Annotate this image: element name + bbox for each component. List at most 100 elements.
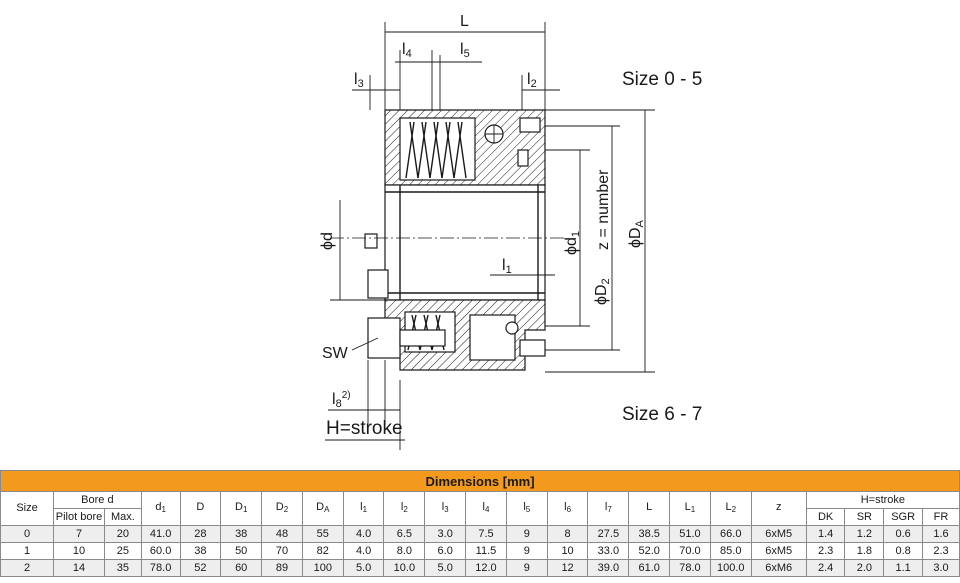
header-size: Size bbox=[0, 491, 55, 526]
table-cell: 35 bbox=[104, 559, 142, 577]
label-size-0-5: Size 0 - 5 bbox=[622, 69, 702, 90]
label-L: L bbox=[460, 13, 469, 30]
table-cell: 10.0 bbox=[383, 559, 426, 577]
header-col: L1 bbox=[669, 491, 711, 526]
dimension-d1: ϕd1 bbox=[545, 149, 590, 327]
svg-text:ϕd1: ϕd1 bbox=[563, 231, 582, 255]
header-stroke-sgr: SGR bbox=[883, 508, 923, 526]
table-cell: 39.0 bbox=[587, 559, 630, 577]
table-cell: 1.8 bbox=[844, 542, 885, 560]
table-cell: 50 bbox=[220, 542, 263, 560]
table-cell: 60.0 bbox=[140, 542, 181, 560]
table-cell: 78.0 bbox=[140, 559, 181, 577]
header-col: l5 bbox=[505, 491, 548, 526]
header-col: D bbox=[179, 491, 222, 526]
table-cell: 52 bbox=[179, 559, 222, 577]
header-col: d1 bbox=[140, 491, 181, 526]
table-cell: 1.6 bbox=[921, 525, 960, 543]
table-cell: 5.0 bbox=[424, 559, 467, 577]
table-cell: 11.5 bbox=[465, 542, 507, 560]
table-cell: 100 bbox=[301, 559, 344, 577]
header-col: D2 bbox=[261, 491, 303, 526]
table-cell: 2 bbox=[0, 559, 55, 577]
table-cell: 48 bbox=[261, 525, 303, 543]
header-col: l2 bbox=[383, 491, 426, 526]
header-pilot-bore: Pilot bore bbox=[53, 508, 106, 526]
table-cell: 8 bbox=[546, 525, 589, 543]
label-l5: l bbox=[460, 41, 464, 58]
header-stroke-fr: FR bbox=[921, 508, 960, 526]
dimension-l2: l2 bbox=[521, 71, 560, 110]
table-cell: 12 bbox=[546, 559, 589, 577]
dimension-l4-l5: l4 l5 bbox=[395, 41, 482, 110]
table-cell: 1.4 bbox=[805, 525, 846, 543]
table-cell: 1.2 bbox=[844, 525, 885, 543]
coupling-section bbox=[330, 109, 565, 371]
table-cell: 10 bbox=[546, 542, 589, 560]
header-max: Max. bbox=[104, 508, 142, 526]
table-cell: 4.0 bbox=[342, 542, 385, 560]
table-cell: 85.0 bbox=[709, 542, 752, 560]
table-cell: 9 bbox=[505, 525, 548, 543]
table-cell: 28 bbox=[179, 525, 222, 543]
table-cell: 27.5 bbox=[587, 525, 630, 543]
table-cell: 2.3 bbox=[921, 542, 960, 560]
table-cell: 0.8 bbox=[883, 542, 923, 560]
label-l4-sub: 4 bbox=[406, 48, 412, 60]
label-z-number: z = number bbox=[595, 169, 612, 250]
technical-drawing: L l4 l5 l3 l2 bbox=[319, 13, 702, 450]
dimension-l1: l1 bbox=[490, 257, 555, 276]
table-cell: 70.0 bbox=[669, 542, 711, 560]
table-cell: 9 bbox=[505, 542, 548, 560]
table-cell: 0.6 bbox=[883, 525, 923, 543]
dimension-d: ϕd bbox=[319, 200, 385, 301]
dimension-l3: l3 bbox=[352, 71, 400, 110]
header-stroke-dk: DK bbox=[805, 508, 846, 526]
header-col: z bbox=[750, 491, 807, 526]
table-cell: 89 bbox=[261, 559, 303, 577]
label-d: ϕd bbox=[319, 232, 336, 250]
table-cell: 9 bbox=[505, 559, 548, 577]
table-title: Dimensions [mm] bbox=[0, 470, 960, 492]
table-cell: 2.0 bbox=[844, 559, 885, 577]
table-cell: 6.5 bbox=[383, 525, 426, 543]
svg-text:ϕd: ϕd bbox=[319, 232, 336, 250]
svg-text:H=stroke: H=stroke bbox=[326, 418, 403, 439]
table-cell: 0 bbox=[0, 525, 55, 543]
table-cell: 82 bbox=[301, 542, 344, 560]
header-col: l7 bbox=[587, 491, 630, 526]
dimension-DA: ϕDA bbox=[545, 109, 655, 373]
label-l4: l bbox=[402, 41, 406, 58]
dimension-L: L bbox=[384, 13, 546, 110]
table-cell: 66.0 bbox=[709, 525, 752, 543]
header-bore: Bore d bbox=[53, 491, 142, 509]
header-col: l1 bbox=[342, 491, 385, 526]
header-col: DA bbox=[301, 491, 344, 526]
svg-text:l5: l5 bbox=[460, 41, 470, 60]
svg-text:l1: l1 bbox=[502, 257, 512, 276]
table-cell: 70 bbox=[261, 542, 303, 560]
label-sw: SW bbox=[322, 337, 379, 362]
table-cell: 38 bbox=[179, 542, 222, 560]
table-cell: 7.5 bbox=[465, 525, 507, 543]
table-cell: 2.4 bbox=[805, 559, 846, 577]
table-cell: 51.0 bbox=[669, 525, 711, 543]
label-h-stroke: H=stroke bbox=[325, 380, 405, 450]
table-cell: 5.0 bbox=[342, 559, 385, 577]
dimensions-table: Dimensions [mm] Size Bore d d1 D D1 D2 D… bbox=[0, 470, 960, 577]
table-cell: 1.1 bbox=[883, 559, 923, 577]
svg-text:l3: l3 bbox=[354, 71, 364, 90]
header-col: l4 bbox=[465, 491, 507, 526]
svg-text:l2: l2 bbox=[527, 71, 537, 90]
table-cell: 33.0 bbox=[587, 542, 630, 560]
table-cell: 12.0 bbox=[465, 559, 507, 577]
table-cell: 1 bbox=[0, 542, 55, 560]
table-cell: 52.0 bbox=[628, 542, 671, 560]
table-cell: 55 bbox=[301, 525, 344, 543]
table-cell: 25 bbox=[104, 542, 142, 560]
table-cell: 4.0 bbox=[342, 525, 385, 543]
table-cell: 20 bbox=[104, 525, 142, 543]
header-col: l6 bbox=[546, 491, 589, 526]
